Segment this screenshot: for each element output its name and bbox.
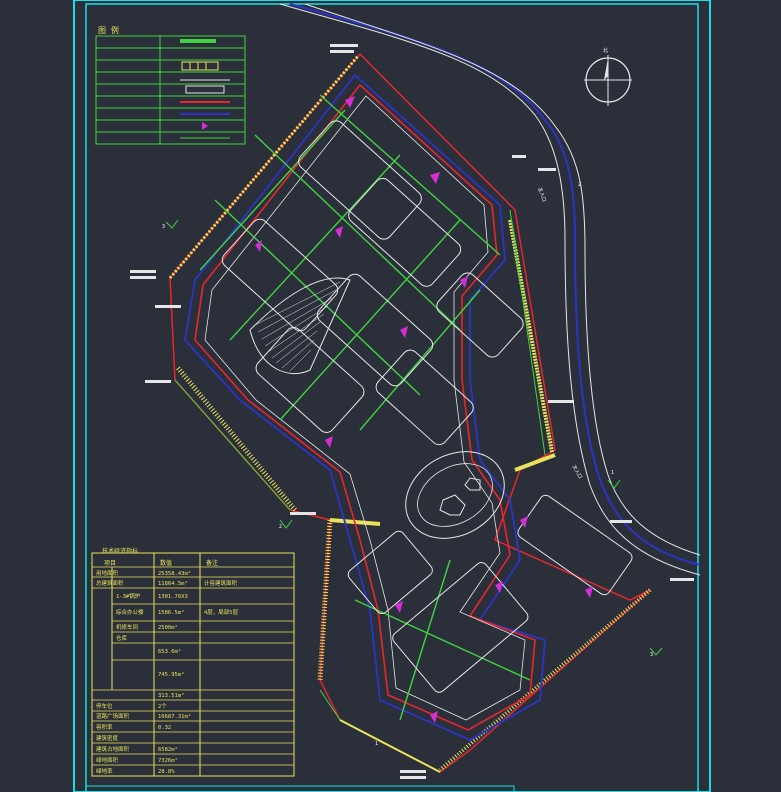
table-cell: 建筑密度 [96,734,119,742]
building-3 [221,218,339,332]
building-2 [348,177,462,287]
table-cell: 综合办公楼 [116,608,144,616]
building-5 [255,327,365,433]
table-cell: 10687.31m² [158,713,191,720]
table-cell: 2个 [158,703,167,710]
table-header: 项目 [104,560,116,567]
table-cell: 745.95m² [158,671,185,678]
table-cell: 总建筑面积 [96,579,124,587]
table-cell: 2500m² [158,624,178,631]
building-7 [436,272,524,358]
parking-hatch [249,277,351,375]
section-mark: 3 [650,652,653,658]
inner-frame [85,3,699,792]
title-block-strip [85,785,515,792]
table-title: 技术经济指标 [102,547,138,555]
section-mark: 3 [162,224,165,230]
table-cell: 313.51m² [158,692,185,699]
building-4 [316,273,434,387]
table-cell: 容积率 [96,723,113,731]
table-cell: 7326m² [158,757,178,764]
table-cell: 1586.5m² [158,609,185,616]
table-cell: 11864.5m² [158,580,188,587]
building-10 [517,494,633,596]
legend-box: 图 例 [95,25,246,145]
legend-title: 图 例 [98,25,119,35]
section-mark: 2 [279,524,282,530]
buildings [221,120,633,693]
table-cell: 1-3#锅炉 [116,592,141,600]
table-cell: 653.6m² [158,648,181,655]
building-9 [347,530,433,614]
building-8 [392,562,529,693]
table-cell: 6582m² [158,746,178,753]
table-cell: 4层，局部5层 [204,608,239,616]
legend-swatch-hatch [181,61,219,71]
table-cell: 道路广场面积 [96,712,130,720]
technical-indicators-table: 技术经济指标 项目 数值 备注 用地面积 25358.43m² 总建筑面积 11… [91,547,295,777]
table-cell: 计容建筑面积 [204,579,238,587]
table-cell: 机修车间 [116,623,138,631]
internal-roads [184,73,546,742]
table-cell: 绿地面积 [96,756,119,764]
table-cell: 建筑占地面积 [96,745,130,753]
legend-swatch-building [185,85,225,94]
outer-frame [73,0,711,792]
external-road [279,3,701,576]
magenta-markers [255,96,593,723]
table-cell: 停车位 [96,702,113,710]
section-mark: 1 [375,741,378,747]
site-green-strips [165,209,663,721]
green-grid-lines [199,94,531,721]
dimension-labels [130,44,694,779]
table-cell: 0.32 [158,725,171,731]
section-mark: 1 [611,470,614,476]
table-header: 备注 [206,559,218,567]
north-arrow-icon: 北 [584,47,632,106]
table-cell: 仓库 [116,634,128,642]
legend-swatch-magenta [202,122,208,130]
legend-swatch-green [180,39,216,43]
section-mark: 2 [578,182,581,188]
table-cell: 1301.76X3 [158,594,188,600]
site-boundary [169,52,651,773]
table-header: 数值 [160,559,172,567]
building-1 [298,120,422,240]
table-cell: 绿地率 [96,767,113,775]
table-cell: 25358.43m² [158,570,191,577]
table-cell: 用地面积 [96,569,119,577]
slope-hatching [168,55,652,773]
main-entrance-label: 主入口 [536,186,548,203]
building-6 [375,349,474,446]
north-label: 北 [603,47,608,54]
table-cell: 28.8% [158,769,175,775]
secondary-entrance-label: 次入口 [570,464,584,481]
sports-field [405,451,505,539]
